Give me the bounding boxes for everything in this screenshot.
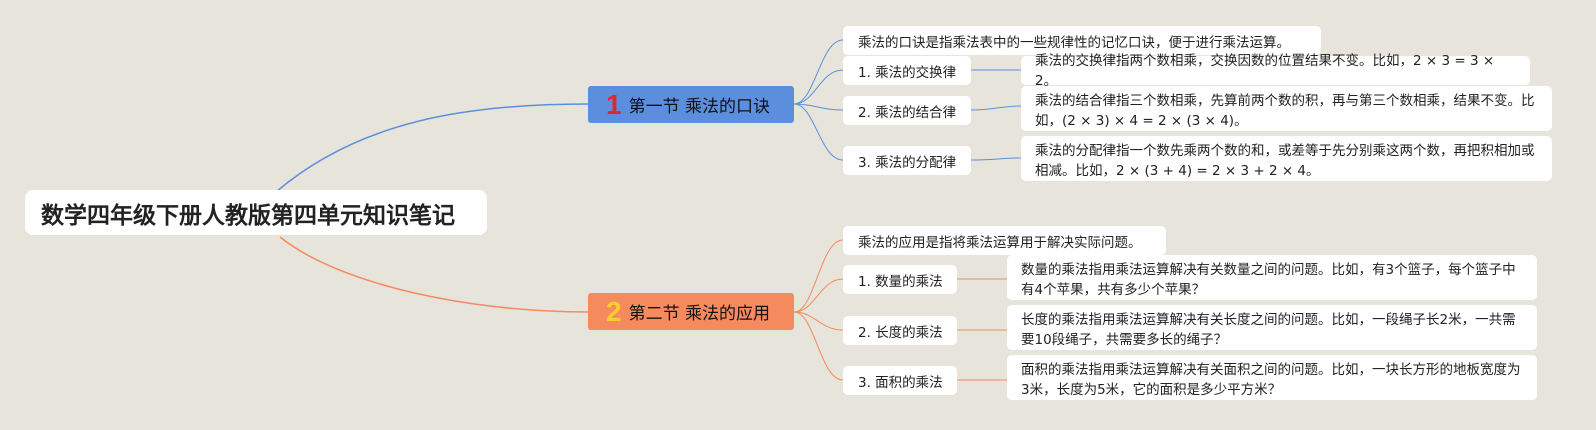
detail-text: 面积的乘法指用乘法运算解决有关面积之间的问题。比如，一块长方形的地板宽度为3米，… <box>1021 362 1521 398</box>
intro-text: 乘法的应用是指将乘法运算用于解决实际问题。 <box>858 234 1142 251</box>
detail-text: 数量的乘法指用乘法运算解决有关数量之间的问题。比如，有3个篮子，每个篮子中有4个… <box>1021 262 1516 298</box>
section-1-intro[interactable]: 乘法的口诀是指乘法表中的一些规律性的记忆口诀，便于进行乘法运算。 <box>843 26 1321 55</box>
topic-node-1-2[interactable]: 2. 乘法的结合律 <box>843 96 971 125</box>
topic-label: 2. 乘法的结合律 <box>858 104 957 121</box>
topic-label: 2. 长度的乘法 <box>858 324 943 341</box>
detail-node-2-2[interactable]: 长度的乘法指用乘法运算解决有关长度之间的问题。比如，一段绳子长2米，一共需要10… <box>1007 305 1537 350</box>
detail-node-2-1[interactable]: 数量的乘法指用乘法运算解决有关数量之间的问题。比如，有3个篮子，每个篮子中有4个… <box>1007 255 1537 300</box>
topic-label: 3. 面积的乘法 <box>858 374 943 391</box>
section-number-2: 2 <box>606 295 622 327</box>
topic-label: 1. 乘法的交换律 <box>858 64 957 81</box>
section-2-intro[interactable]: 乘法的应用是指将乘法运算用于解决实际问题。 <box>843 226 1166 255</box>
topic-node-2-2[interactable]: 2. 长度的乘法 <box>843 316 957 345</box>
link-root-section-1 <box>275 103 589 193</box>
section-node-2[interactable]: 2 第二节 乘法的应用 <box>588 293 794 330</box>
topic-node-2-3[interactable]: 3. 面积的乘法 <box>843 366 957 395</box>
detail-text: 乘法的结合律指三个数相乘，先算前两个数的积，再与第三个数相乘，结果不变。比如，(… <box>1035 93 1535 129</box>
detail-node-1-3[interactable]: 乘法的分配律指一个数先乘两个数的和，或差等于先分别乘这两个数，再把积相加或相减。… <box>1021 136 1552 181</box>
root-title: 数学四年级下册人教版第四单元知识笔记 <box>41 202 455 229</box>
detail-text: 长度的乘法指用乘法运算解决有关长度之间的问题。比如，一段绳子长2米，一共需要10… <box>1021 312 1516 348</box>
section-title-2: 第二节 乘法的应用 <box>628 304 770 324</box>
detail-node-1-2[interactable]: 乘法的结合律指三个数相乘，先算前两个数的积，再与第三个数相乘，结果不变。比如，(… <box>1021 86 1552 131</box>
section-title-1: 第一节 乘法的口诀 <box>628 97 770 117</box>
detail-text: 乘法的交换律指两个数相乘，交换因数的位置结果不变。比如，2 × 3 = 3 × … <box>1035 52 1495 89</box>
topic-node-1-3[interactable]: 3. 乘法的分配律 <box>843 146 971 175</box>
root-node[interactable]: 数学四年级下册人教版第四单元知识笔记 <box>25 190 487 235</box>
section-number-1: 1 <box>606 88 622 120</box>
topic-label: 3. 乘法的分配律 <box>858 154 957 171</box>
detail-text: 乘法的分配律指一个数先乘两个数的和，或差等于先分别乘这两个数，再把积相加或相减。… <box>1035 143 1535 179</box>
intro-text: 乘法的口诀是指乘法表中的一些规律性的记忆口诀，便于进行乘法运算。 <box>858 34 1290 51</box>
link-root-section-2 <box>279 236 589 313</box>
topic-label: 1. 数量的乘法 <box>858 273 943 290</box>
topic-node-2-1[interactable]: 1. 数量的乘法 <box>843 265 957 294</box>
section-node-1[interactable]: 1 第一节 乘法的口诀 <box>588 86 794 123</box>
detail-node-2-3[interactable]: 面积的乘法指用乘法运算解决有关面积之间的问题。比如，一块长方形的地板宽度为3米，… <box>1007 355 1537 400</box>
topic-node-1-1[interactable]: 1. 乘法的交换律 <box>843 56 971 85</box>
detail-node-1-1[interactable]: 乘法的交换律指两个数相乘，交换因数的位置结果不变。比如，2 × 3 = 3 × … <box>1021 53 1530 89</box>
